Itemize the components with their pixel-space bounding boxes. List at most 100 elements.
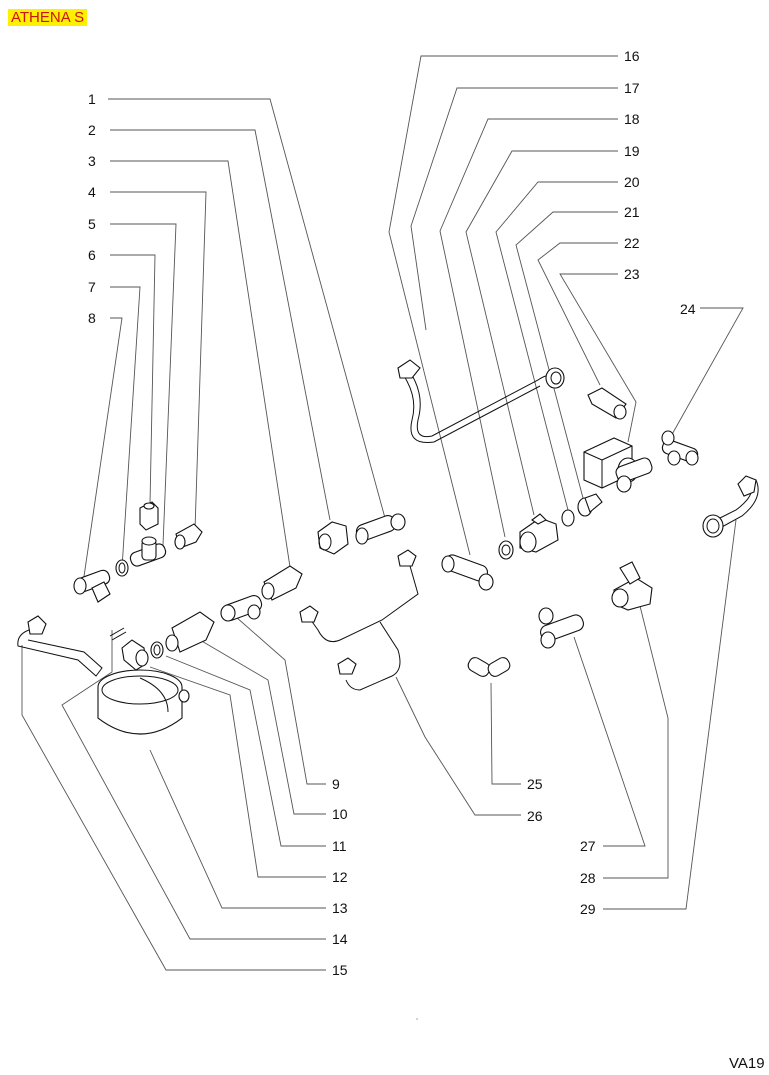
callout-number: 5 [88, 216, 96, 232]
callout-number: 19 [624, 143, 640, 159]
callout-8[interactable]: 8 [81, 310, 123, 591]
leader-line [149, 666, 326, 878]
callout-number: 20 [624, 174, 640, 190]
callout-26[interactable]: 26 [395, 676, 543, 824]
part-18-nut [498, 540, 514, 560]
leader-line [81, 317, 123, 591]
part-13-cup [97, 669, 190, 735]
callout-number: 15 [332, 962, 348, 978]
callout-3[interactable]: 3 [88, 153, 291, 568]
part-1-tee [355, 513, 406, 545]
callout-number: 9 [332, 776, 340, 792]
callout-27[interactable]: 27 [573, 636, 646, 854]
leader-line [199, 639, 326, 815]
callout-25[interactable]: 25 [490, 682, 543, 792]
part-27-tee [538, 607, 584, 649]
part-11-washer [150, 641, 164, 659]
part-20-21-fittings [561, 493, 603, 527]
leader-line [559, 273, 637, 443]
leader-line [149, 749, 326, 909]
callout-number: 2 [88, 122, 96, 138]
model-label: ATHENA S [8, 9, 88, 26]
callout-number: 29 [580, 901, 596, 917]
part-28-tap [611, 561, 653, 611]
callout-number: 10 [332, 806, 348, 822]
callout-16[interactable]: 16 [388, 48, 640, 556]
callout-12[interactable]: 12 [149, 666, 348, 885]
callout-number: 22 [624, 235, 640, 251]
part-6-nipple [139, 501, 159, 531]
stray-dot [416, 1018, 418, 1020]
leader-line [537, 242, 618, 386]
callout-number: 17 [624, 80, 640, 96]
part-23-solenoid [583, 437, 653, 493]
part-16-pipe [397, 359, 565, 444]
leader-line [410, 87, 618, 331]
callout-number: 13 [332, 900, 348, 916]
leader-line [110, 286, 141, 569]
callout-number: 28 [580, 870, 596, 886]
callout-number: 14 [332, 931, 348, 947]
callout-15[interactable]: 15 [21, 645, 348, 978]
part-5-tee [129, 536, 167, 567]
part-26-manifold [299, 549, 419, 691]
leader-line [395, 676, 521, 816]
callout-14[interactable]: 14 [61, 630, 348, 947]
leader-line [669, 307, 744, 439]
callout-7[interactable]: 7 [88, 279, 141, 569]
leader-line [490, 682, 521, 785]
callout-number: 16 [624, 48, 640, 64]
callout-number: 12 [332, 869, 348, 885]
callout-number: 18 [624, 111, 640, 127]
callout-number: 1 [88, 91, 96, 107]
leader-line [388, 55, 618, 556]
callout-2[interactable]: 2 [88, 122, 331, 521]
callout-28[interactable]: 28 [580, 605, 669, 886]
part-15-pipe [17, 615, 103, 677]
callout-9[interactable]: 9 [235, 616, 340, 792]
callout-number: 11 [332, 838, 347, 854]
callout-number: 4 [88, 184, 96, 200]
callout-11[interactable]: 11 [165, 655, 347, 854]
leader-line [603, 605, 669, 879]
callout-6[interactable]: 6 [88, 247, 156, 505]
callout-18[interactable]: 18 [439, 111, 640, 538]
callout-1[interactable]: 1 [88, 91, 386, 519]
callout-number: 3 [88, 153, 96, 169]
leader-line [495, 181, 618, 511]
callout-5[interactable]: 5 [88, 216, 177, 546]
part-2-nut [317, 521, 349, 555]
part-12-tap [121, 639, 149, 671]
part-22-nipple [587, 387, 627, 420]
leader-line [108, 98, 386, 519]
callout-10[interactable]: 10 [199, 639, 348, 822]
part-10-nipple [165, 611, 215, 653]
part-8-tap [73, 569, 111, 603]
callout-23[interactable]: 23 [559, 266, 640, 443]
callout-19[interactable]: 19 [465, 143, 640, 516]
callout-29[interactable]: 29 [580, 519, 737, 917]
page-code: VA19 [729, 1055, 765, 1072]
callout-number: 7 [88, 279, 96, 295]
leader-line [21, 645, 326, 971]
callout-number: 24 [680, 301, 696, 317]
callout-4[interactable]: 4 [88, 184, 207, 531]
callout-13[interactable]: 13 [149, 749, 348, 916]
callout-22[interactable]: 22 [537, 235, 640, 386]
callout-number: 21 [624, 204, 640, 220]
part-9-tee [220, 595, 263, 622]
part-4-nipple [174, 523, 203, 550]
callout-20[interactable]: 20 [495, 174, 640, 511]
callout-17[interactable]: 17 [410, 80, 640, 331]
callout-24[interactable]: 24 [669, 301, 744, 439]
leader-line [603, 519, 737, 910]
leader-line [110, 254, 156, 505]
callout-number: 26 [527, 808, 543, 824]
leader-line [110, 223, 177, 546]
leader-line [110, 129, 331, 521]
leader-line [110, 191, 207, 531]
leader-line [61, 630, 326, 940]
part-25-elbow [467, 657, 511, 677]
part-19-valve [519, 513, 559, 553]
leader-line [465, 150, 618, 516]
